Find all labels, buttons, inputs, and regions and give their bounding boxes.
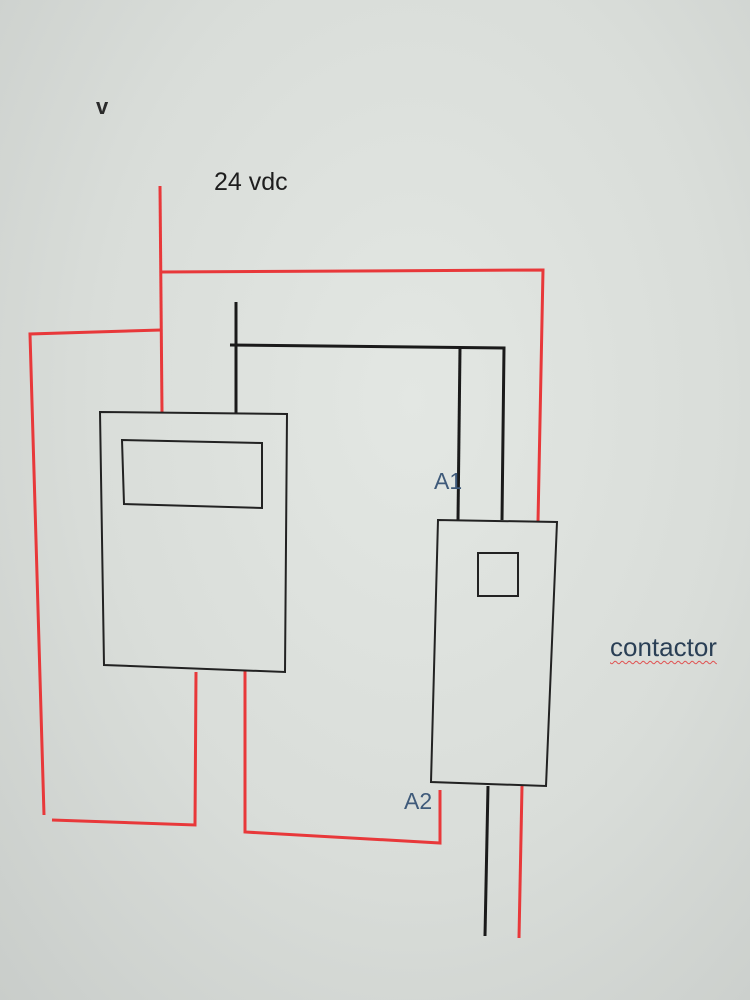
negative-wires: [229, 302, 506, 937]
contactor-box: [429, 518, 559, 788]
components: [98, 410, 559, 788]
controller-to-a2-wire: [243, 671, 442, 845]
contactor-output-black-wire: [483, 785, 490, 937]
controller-display: [120, 438, 263, 510]
supply-to-contactor-wire: [160, 268, 545, 523]
controller-output-left-wire: [51, 671, 198, 827]
terminal-a2-label: A2: [404, 788, 433, 814]
positive-wires: [28, 185, 545, 939]
contactor-output-red-wire: [517, 785, 524, 939]
terminal-a1-label: A1: [434, 468, 463, 494]
supply-voltage-label: 24 vdc: [214, 168, 288, 196]
left-loop-wire: [28, 328, 162, 816]
controller-box: [98, 410, 289, 674]
negative-bus-wire: [229, 343, 506, 521]
contactor-label: contactor: [610, 632, 717, 662]
supply-feed-wire: [158, 185, 164, 413]
contactor-indicator: [477, 552, 519, 597]
a1-wire: [456, 347, 462, 521]
voltage-symbol-label: v: [96, 94, 109, 119]
